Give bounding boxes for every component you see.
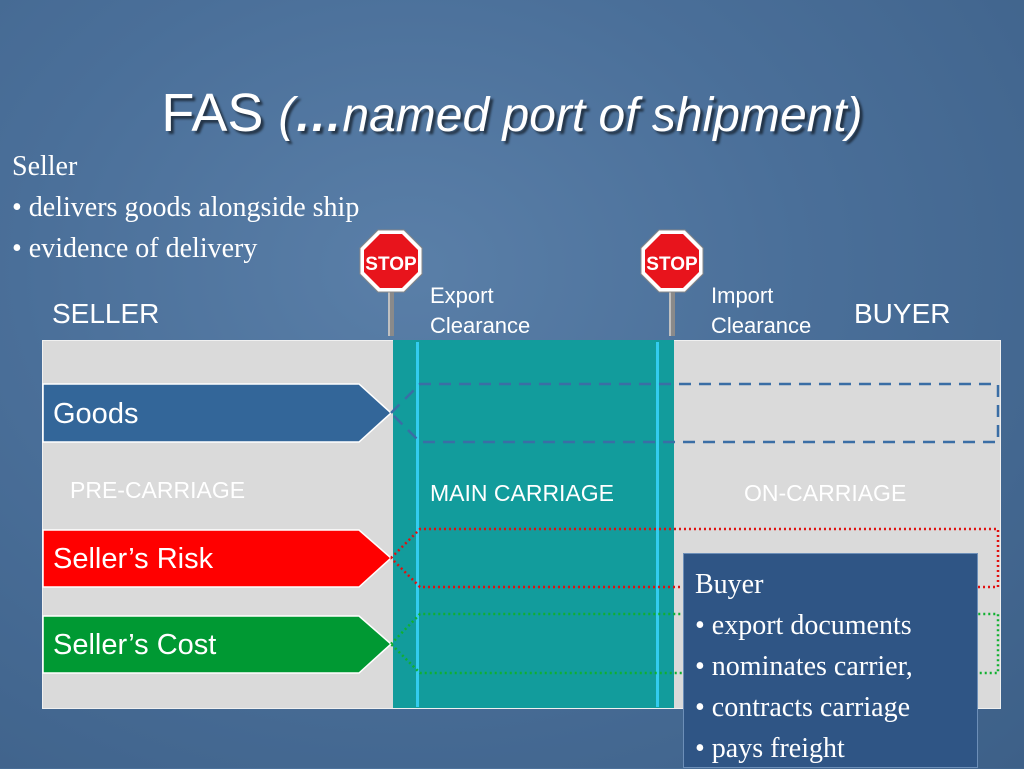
import-clearance-line: Import [711,283,774,308]
seller-risk-label: Seller’s Risk [53,543,214,575]
seller-note-item: • delivers goods alongside ship [12,192,360,223]
on-carriage-label: ON-CARRIAGE [744,480,907,506]
title-subtitle: (…named port of shipment) [278,89,862,142]
buyer-note-item: • contracts carriage [695,692,911,723]
export-clearance-line: Clearance [430,313,531,338]
pre-carriage-label: PRE-CARRIAGE [70,477,246,503]
goods-continuation [390,382,1000,444]
risk-arrow [42,529,393,588]
goods-arrow [42,383,393,443]
buyer-note-item: • pays freight [695,733,845,764]
buyer-notes-heading: Buyer [695,569,764,600]
stop-sign-import-icon: STOP [639,228,705,338]
title-open-paren: ( [278,89,295,142]
import-clearance-label: Import Clearance [711,281,811,341]
stop-sign-export-icon: STOP [358,228,424,338]
export-clearance-label: Export Clearance [430,281,530,341]
export-clearance-line: Export [430,283,494,308]
stop-sign-text: STOP [365,254,417,275]
title-ellipsis: … [294,89,343,142]
buyer-note-item: • nominates carrier, [695,651,913,682]
import-clearance-line: Clearance [711,313,812,338]
main-carriage-label: MAIN CARRIAGE [430,480,615,506]
slide-title: FAS (…named port of shipment) [0,78,1024,151]
seller-notes: Seller • delivers goods alongside ship •… [12,146,359,269]
import-boundary-line [656,342,659,707]
seller-note-item: • evidence of delivery [12,233,258,264]
title-rest: named port of shipment) [342,89,863,142]
seller-label: SELLER [52,298,160,329]
seller-notes-heading: Seller [12,151,78,182]
cost-arrow [42,615,393,674]
buyer-notes: Buyer • export documents • nominates car… [683,553,978,768]
buyer-note-item: • export documents [695,610,912,641]
goods-label: Goods [53,398,139,430]
title-main: FAS [161,83,264,143]
seller-cost-label: Seller’s Cost [53,629,217,661]
buyer-label: BUYER [854,298,951,329]
main-carriage-zone [393,340,674,708]
export-boundary-line [416,342,419,707]
stop-sign-text: STOP [646,254,698,275]
risk-continuation [390,527,1000,589]
